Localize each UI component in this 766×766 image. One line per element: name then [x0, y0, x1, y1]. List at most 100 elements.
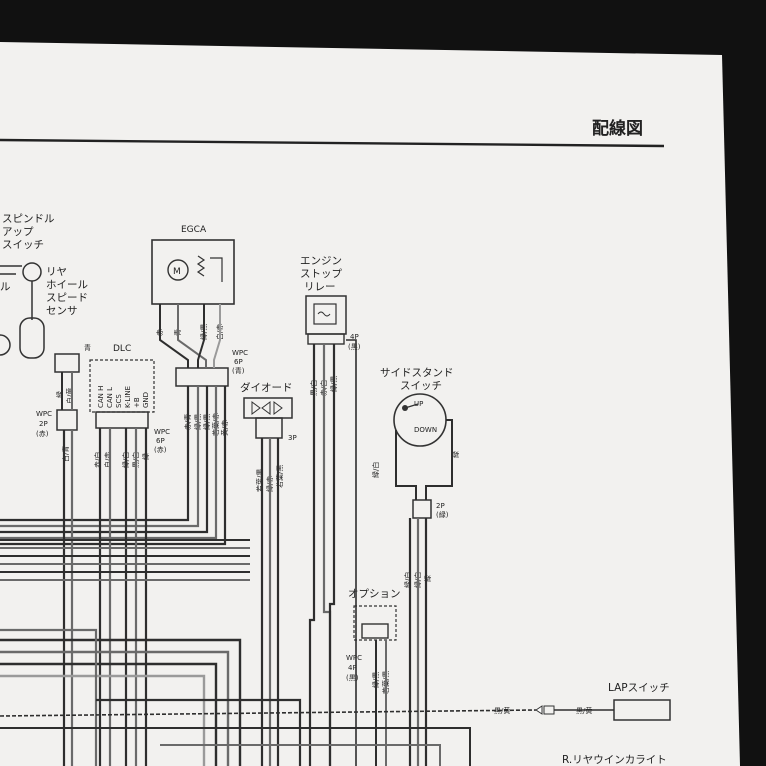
- sensor-wire-colors: 緑 白/黄: [55, 388, 74, 404]
- spindle-switch-label: スピンドル アップ スイッチ: [2, 213, 55, 251]
- wire: [0, 386, 190, 522]
- svg-text:(赤): (赤): [154, 446, 167, 454]
- svg-text:スピード: スピード: [46, 292, 88, 304]
- wire: [0, 628, 98, 766]
- wire: [0, 662, 218, 766]
- svg-text:4P: 4P: [350, 333, 359, 341]
- wire: [308, 344, 316, 766]
- relay-connector-label: 4P (黒): [348, 333, 361, 351]
- page-title: 配線図: [592, 118, 643, 139]
- svg-text:スイッチ: スイッチ: [2, 239, 44, 251]
- svg-text:エンジン: エンジン: [300, 255, 342, 267]
- svg-text:センサ: センサ: [46, 305, 78, 317]
- rear-wheel-sensor-label: リヤ ホイール スピード センサ: [46, 266, 88, 317]
- svg-text:SCS: SCS: [115, 394, 123, 408]
- svg-text:DLC: DLC: [113, 344, 131, 354]
- svg-text:緑: 緑: [423, 575, 432, 582]
- svg-text:緑: 緑: [451, 451, 460, 458]
- svg-text:ストップ: ストップ: [300, 268, 342, 280]
- svg-text:白/赤: 白/赤: [103, 452, 112, 468]
- svg-text:WPC: WPC: [36, 410, 52, 418]
- svg-text:K-LINE: K-LINE: [124, 386, 132, 408]
- svg-text:(黒): (黒): [348, 343, 361, 351]
- svg-text:GND: GND: [142, 392, 150, 408]
- lap-wire-left: 黒/黄: [494, 706, 510, 715]
- svg-text:ル: ル: [0, 281, 11, 293]
- wire: [0, 709, 537, 717]
- engine-stop-relay-label: エンジン ストップ リレー: [300, 255, 342, 293]
- svg-text:アップ: アップ: [2, 226, 34, 238]
- side-stand-connector: [412, 499, 432, 519]
- svg-text:(赤): (赤): [36, 430, 49, 438]
- dlc-connector: DLC: [89, 344, 155, 429]
- svg-text:WPC: WPC: [346, 654, 362, 662]
- wire: [197, 304, 205, 368]
- svg-text:CAN L: CAN L: [106, 387, 114, 408]
- wire: [425, 419, 453, 500]
- svg-text:サイドスタンド: サイドスタンド: [380, 367, 454, 379]
- svg-text:6P: 6P: [234, 358, 243, 366]
- egca-connector: [175, 367, 229, 387]
- svg-text:4P: 4P: [348, 664, 357, 672]
- svg-text:(緑): (緑): [436, 510, 449, 519]
- svg-text:若葉/黒: 若葉/黒: [275, 465, 284, 488]
- side-stand-switch-label: サイドスタンド スイッチ: [380, 367, 454, 392]
- header-rule: [0, 138, 665, 148]
- sensor-wire-blue: 青: [84, 343, 91, 352]
- svg-text:リレー: リレー: [304, 281, 336, 293]
- wpc-2p-connector: [56, 409, 78, 431]
- svg-text:(青): (青): [232, 366, 245, 375]
- svg-text:リヤ: リヤ: [46, 266, 67, 278]
- wire: [159, 304, 189, 368]
- svg-text:若葉/黒: 若葉/黒: [255, 469, 264, 492]
- svg-text:緑: 緑: [55, 391, 64, 398]
- wire: [213, 304, 221, 368]
- wire: [160, 744, 441, 766]
- wire: [177, 304, 207, 368]
- wire: [0, 674, 206, 766]
- wpc-2p-connector-label: WPC 2P (赤): [36, 410, 52, 438]
- svg-text:ホイール: ホイール: [46, 279, 88, 291]
- side-stand-connector-label: 2P (緑): [436, 502, 449, 519]
- wire: [0, 386, 209, 534]
- svg-text:UP: UP: [414, 400, 423, 408]
- paper-sheet: [0, 42, 740, 766]
- svg-text:白/黄: 白/黄: [65, 388, 74, 404]
- svg-text:(黒): (黒): [346, 674, 359, 682]
- rear-wheel-sensor-symbol: [19, 262, 80, 373]
- side-stand-wire-colors: 緑/白 緑: [371, 451, 460, 478]
- egca-unit: EGCA M: [151, 225, 235, 305]
- wire: [395, 430, 417, 500]
- egca-connector-label: WPC 6P (青): [232, 349, 248, 375]
- wire: [0, 727, 471, 766]
- dlc-pin-labels: CAN H CAN L SCS K-LINE +B GND: [97, 386, 150, 408]
- dlc-connector-label: WPC 6P (赤): [154, 428, 170, 454]
- option-label: オプション: [348, 588, 401, 600]
- wire: [0, 386, 227, 546]
- diode-label: ダイオード: [240, 381, 293, 394]
- svg-text:DOWN: DOWN: [414, 426, 437, 434]
- svg-text:WPC: WPC: [232, 349, 248, 357]
- engine-stop-relay: [305, 295, 347, 345]
- svg-text:6P: 6P: [156, 437, 165, 445]
- diode-connector-label: 3P: [288, 434, 297, 442]
- motor-symbol: M: [173, 267, 181, 277]
- svg-text:スピンドル: スピンドル: [2, 213, 55, 225]
- wiring-harness: [0, 304, 614, 766]
- wire: [328, 344, 336, 766]
- wire: [346, 339, 357, 766]
- wire: [0, 386, 200, 528]
- svg-text:2P: 2P: [436, 502, 445, 510]
- option-connector-label: WPC 4P (黒): [346, 654, 362, 682]
- spindle-switch-symbol: ル: [0, 265, 22, 356]
- wire: [0, 638, 242, 766]
- r-rear-winker-label: R.リヤウインカライト: [562, 754, 667, 766]
- svg-text:緑/白: 緑/白: [403, 572, 412, 588]
- svg-text:2P: 2P: [39, 420, 48, 428]
- svg-text:EGCA: EGCA: [181, 225, 207, 235]
- lap-switch-label: LAPスイッチ: [608, 682, 670, 694]
- svg-text:CAN H: CAN H: [97, 386, 105, 408]
- svg-text:赤/白: 赤/白: [93, 452, 102, 468]
- svg-text:WPC: WPC: [154, 428, 170, 436]
